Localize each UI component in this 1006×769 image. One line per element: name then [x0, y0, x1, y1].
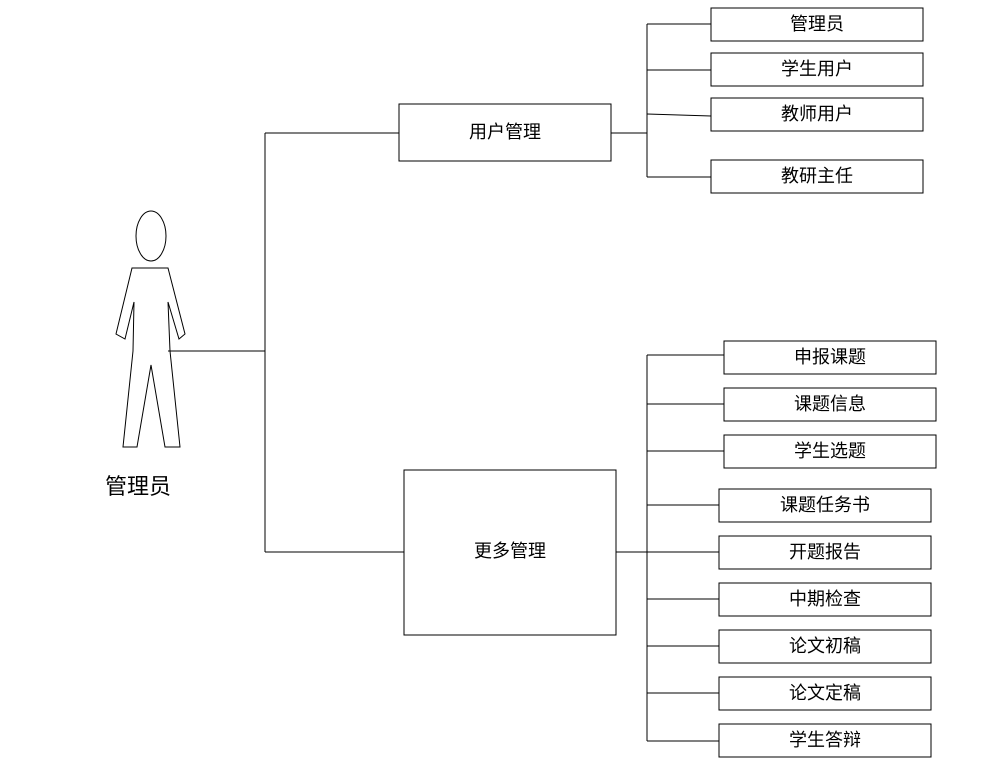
- user-branch-2: [646, 113, 712, 117]
- more-item-defense-box: [718, 723, 932, 758]
- user-item-admin: 管理员: [710, 7, 924, 42]
- more-item-apply-topic: 申报课题: [723, 340, 937, 375]
- more-item-midterm-check: 中期检查: [718, 582, 932, 617]
- more-item-topic-info: 课题信息: [723, 387, 937, 422]
- group-more-management: 更多管理 申报课题 课题信息 学生选题 课题任务书 开题报告: [403, 340, 937, 758]
- more-item-student-selection-box: [723, 434, 937, 469]
- more-item-thesis-final-box: [718, 676, 932, 711]
- trunk-connectors: [168, 132, 404, 553]
- more-item-student-selection: 学生选题: [723, 434, 937, 469]
- more-item-topic-info-box: [723, 387, 937, 422]
- actor-body: [115, 267, 186, 448]
- more-item-opening-report-label: 开题报告: [789, 542, 861, 563]
- actor-head: [135, 210, 167, 262]
- user-item-admin-box: [710, 7, 924, 42]
- more-item-defense: 学生答辩: [718, 723, 932, 758]
- more-item-student-selection-label: 学生选题: [794, 441, 866, 462]
- more-item-thesis-draft: 论文初稿: [718, 629, 932, 664]
- more-item-opening-report: 开题报告: [718, 535, 932, 570]
- more-item-thesis-final: 论文定稿: [718, 676, 932, 711]
- user-management-box: [398, 103, 612, 162]
- more-item-defense-label: 学生答辩: [789, 730, 861, 751]
- user-item-student-label: 学生用户: [781, 59, 853, 80]
- more-item-midterm-check-box: [718, 582, 932, 617]
- user-item-teacher-box: [710, 97, 924, 132]
- user-item-admin-label: 管理员: [790, 14, 844, 35]
- more-management-box: [403, 469, 617, 636]
- user-item-student: 学生用户: [710, 52, 924, 87]
- user-item-teacher-label: 教师用户: [781, 104, 853, 125]
- more-item-thesis-draft-label: 论文初稿: [789, 636, 861, 657]
- actor-label: 管理员: [105, 475, 171, 500]
- user-item-student-box: [710, 52, 924, 87]
- more-item-apply-topic-label: 申报课题: [794, 347, 866, 368]
- user-item-director: 教研主任: [710, 159, 924, 194]
- more-item-topic-info-label: 课题信息: [794, 394, 866, 415]
- more-item-opening-report-box: [718, 535, 932, 570]
- user-item-teacher: 教师用户: [710, 97, 924, 132]
- user-management-label: 用户管理: [469, 122, 541, 143]
- more-item-thesis-final-label: 论文定稿: [789, 683, 861, 704]
- more-item-thesis-draft-box: [718, 629, 932, 664]
- more-item-apply-topic-box: [723, 340, 937, 375]
- actor-figure: 管理员: [105, 210, 186, 500]
- more-item-task-book-box: [718, 488, 932, 523]
- more-management-label: 更多管理: [474, 541, 546, 562]
- group-user-management: 用户管理 管理员 学生用户 教师用户 教研主任: [398, 7, 924, 194]
- user-item-director-label: 教研主任: [781, 166, 853, 187]
- more-item-midterm-check-label: 中期检查: [789, 589, 861, 610]
- user-item-director-box: [710, 159, 924, 194]
- more-item-task-book-label: 课题任务书: [780, 495, 870, 516]
- more-item-task-book: 课题任务书: [718, 488, 932, 523]
